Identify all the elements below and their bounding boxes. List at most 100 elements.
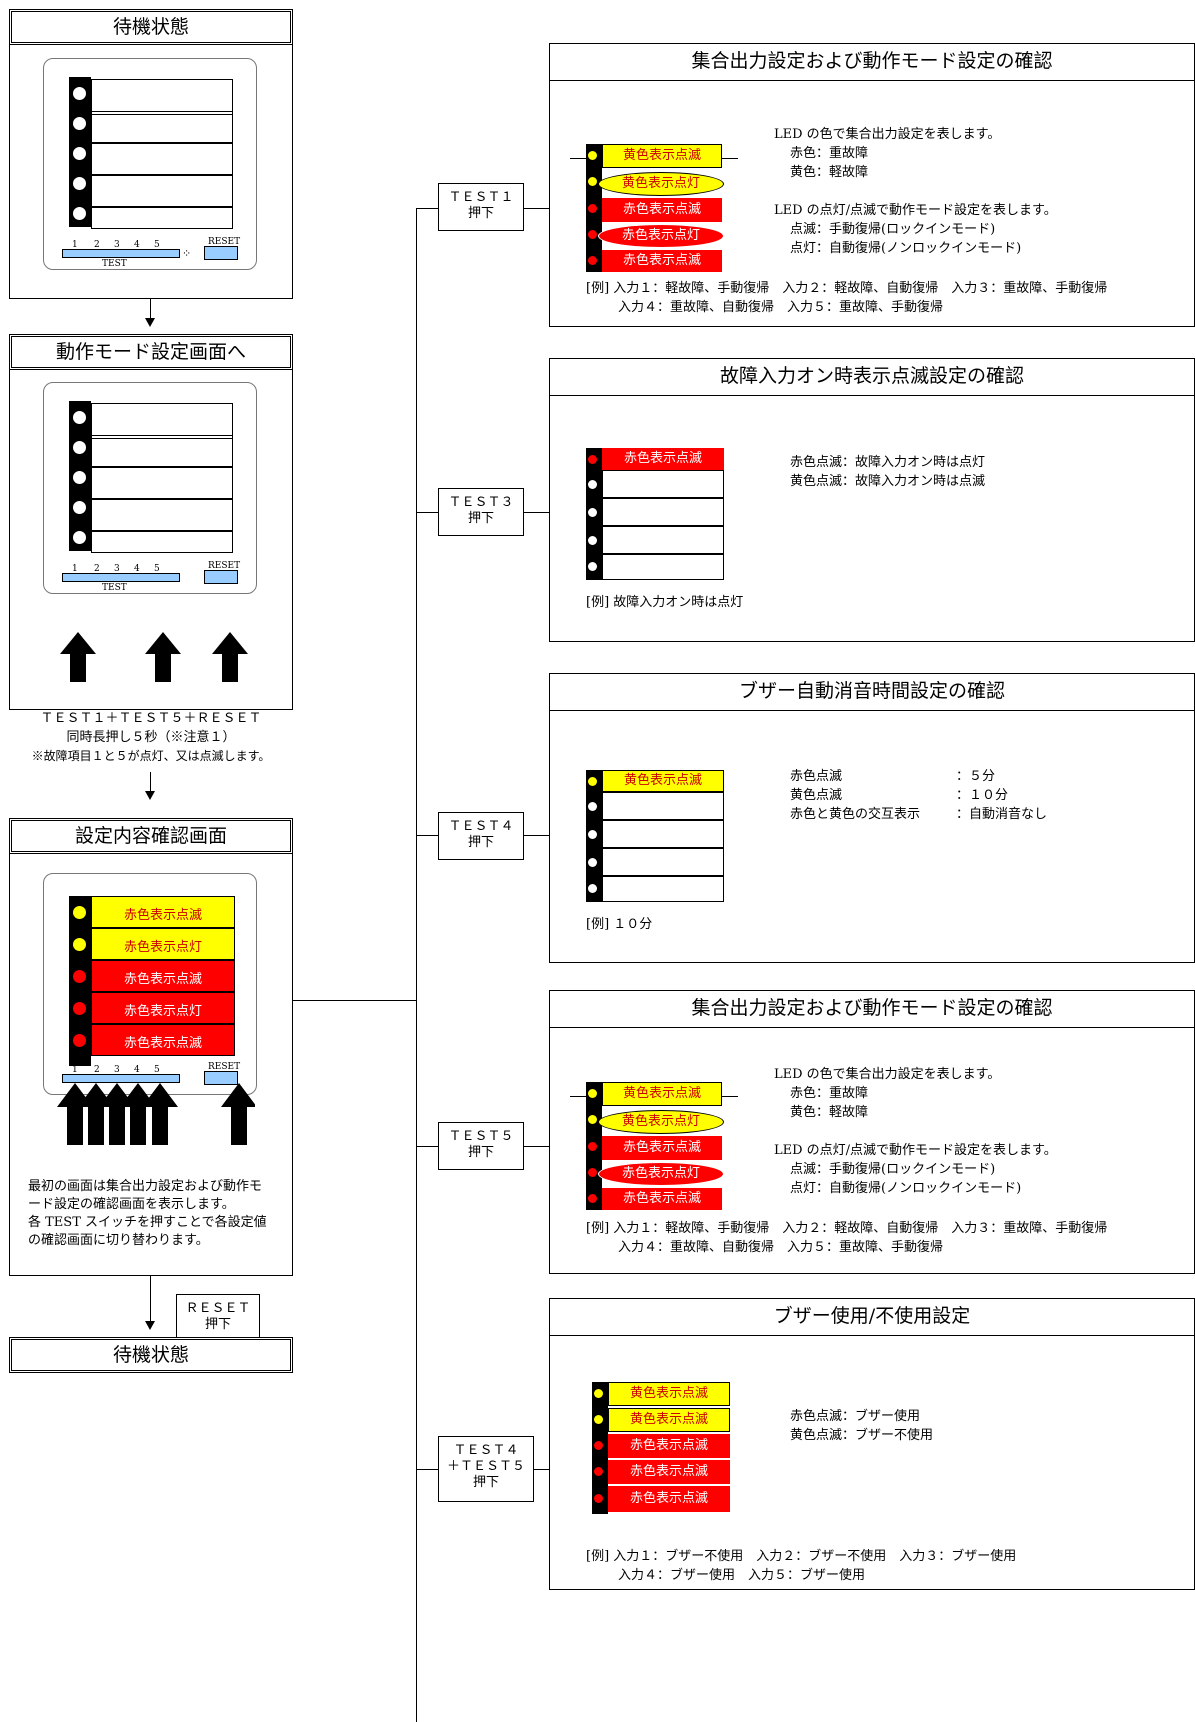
row-red-blink: 赤色表示点滅 [602,1188,722,1210]
display-row [91,143,233,175]
led [73,906,86,919]
test-num: 1 [72,240,78,250]
standby-title-2: 待機状態 [9,1337,293,1373]
test-num: 3 [114,1065,120,1075]
test4-label: ＴＥＳＴ４ [448,819,514,834]
sec3-l1a: 赤色点滅 [790,769,843,784]
buzzer-icon: ⁘ [182,247,192,260]
row-yellow-on: 黄色表示点灯 [598,1110,724,1134]
sec4-l2: 赤色：重故障 [790,1086,869,1101]
sec3-l1b: ：５分 [956,769,996,784]
test-switch-bar[interactable] [62,249,180,258]
display-row [91,467,233,499]
sec3-l2b: ：１０分 [956,788,1009,803]
sec5-l2: 黄色点滅：ブザー不使用 [790,1428,934,1443]
test45-button-box: ＴＥＳＴ４ ＋ＴＥＳＴ５ 押下 [438,1436,534,1502]
mode-caption-3: ※故障項目１と５が点灯、又は点滅します。 [31,749,271,763]
test-label: TEST [102,583,127,593]
sec1-l5: 点滅：手動復帰(ロックインモード) [790,222,996,237]
arrow-up-icon [142,1083,178,1145]
test-num: 2 [94,1065,100,1075]
reset-button[interactable] [204,1071,238,1085]
test-switch-bar[interactable] [62,1074,180,1083]
confirm-title: 設定内容確認画面 [9,818,293,854]
sec5-ex1: [例] 入力１：ブザー不使用 入力２：ブザー不使用 入力３：ブザー使用 [586,1549,1017,1564]
row-yellow-blink: 黄色表示点滅 [608,1408,730,1432]
led-strip [69,77,91,227]
test-num: 5 [154,240,160,250]
test45-label: ＴＥＳＴ４ [453,1443,519,1458]
sec4-ex2: 入力４：重故障、自動復帰 入力５：重故障、手動復帰 [618,1240,944,1255]
test-num: 2 [94,240,100,250]
mode-caption-2: 同時長押し５秒（※注意１） [66,730,236,745]
test-label: TEST [102,259,127,269]
sec1-l2: 赤色：重故障 [790,146,869,161]
led [73,87,86,100]
row-red-blink: 赤色表示点滅 [608,1460,730,1484]
display-row [91,435,233,467]
sec4-l6: 点灯：自動復帰(ノンロックインモード) [790,1181,1022,1196]
test-switch-bar[interactable] [62,573,180,582]
led-display-sec1: 黄色表示点滅 黄色表示点灯 赤色表示点滅 赤色表示点灯 赤色表示点滅 [570,144,740,274]
row-red-on: 赤色表示点灯 [598,224,724,248]
test-num: 4 [134,564,140,574]
reset-press-label: ＲＥＳＥＴ [185,1301,251,1316]
display-row-red-blink: 赤色表示点滅 [91,960,235,992]
reset-press-sub: 押下 [204,1317,231,1332]
led [73,1002,86,1015]
sec2-l1: 赤色点滅：故障入力オン時は点灯 [790,455,986,470]
row-red-on: 赤色表示点灯 [598,1162,724,1186]
display-row [91,531,233,553]
arrow-up-icon [221,1083,255,1145]
arrow-down-icon [145,791,155,800]
display-row-red-blink: 赤色表示点滅 [91,1024,235,1056]
display-row [91,207,233,229]
section-test3-title: 故障入力オン時表示点滅設定の確認 [549,358,1195,396]
test1-sub: 押下 [467,206,494,221]
row-red-blink: 赤色表示点滅 [602,250,722,272]
press-arrow-icons [60,632,248,682]
section-test4-title: ブザー自動消音時間設定の確認 [549,673,1195,711]
confirm-desc-1: 最初の画面は集合出力設定および動作モ [28,1179,263,1194]
section-test3 [549,358,1195,642]
row-yellow-blink: 黄色表示点滅 [602,1082,722,1106]
reset-button[interactable] [204,570,238,584]
arrow-down-icon [145,318,155,327]
confirm-desc-3: 各 TEST スイッチを押すことで各設定値 [28,1215,267,1230]
test4-button-box: ＴＥＳＴ４ 押下 [438,812,524,860]
sec5-l1: 赤色点滅：ブザー使用 [790,1409,921,1424]
arrow-up-icon [212,632,248,682]
display-row [91,111,233,143]
device-standby: 1 2 3 4 5 TEST RESET ⁘ [43,58,257,270]
arrow-up-icon [78,1083,114,1145]
sec1-ex2: 入力４：重故障、自動復帰 入力５：重故障、手動復帰 [618,300,944,315]
led-display-sec3: 黄色表示点滅 [570,770,730,904]
led-strip [69,401,91,551]
sec1-ex1: [例] 入力１：軽故障、手動復帰 入力２：軽故障、自動復帰 入力３：重故障、手動… [586,281,1108,296]
sec1-l6: 点灯：自動復帰(ノンロックインモード) [790,241,1022,256]
sec5-ex2: 入力４：ブザー使用 入力５：ブザー使用 [618,1568,866,1583]
reset-button[interactable] [204,246,238,260]
led [73,1034,86,1047]
test45-sub: 押下 [472,1475,499,1490]
press-arrow-icons [57,1083,255,1145]
row-red-blink: 赤色表示点滅 [608,1434,730,1458]
test3-label: ＴＥＳＴ３ [448,495,514,510]
mode-title: 動作モード設定画面へ [9,334,293,370]
test1-label: ＴＥＳＴ１ [448,190,514,205]
sec3-ex: [例] １０分 [586,917,653,932]
test5-sub: 押下 [467,1145,494,1160]
section-test1-title: 集合出力設定および動作モード設定の確認 [549,43,1195,81]
section-test4 [549,673,1195,963]
led [73,177,86,190]
sec1-l3: 黄色：軽故障 [790,165,869,180]
sec4-l4: LED の点灯/点滅で動作モード設定を表します。 [774,1143,1057,1158]
test1-button-box: ＴＥＳＴ１ 押下 [438,183,524,231]
led [73,938,86,951]
arrow-up-icon [120,1083,156,1145]
reset-label: RESET [208,1062,241,1072]
row-red-blink: 赤色表示点滅 [602,448,724,470]
test3-button-box: ＴＥＳＴ３ 押下 [438,488,524,536]
sec3-l3a: 赤色と黄色の交互表示 [790,807,921,822]
led [73,471,86,484]
